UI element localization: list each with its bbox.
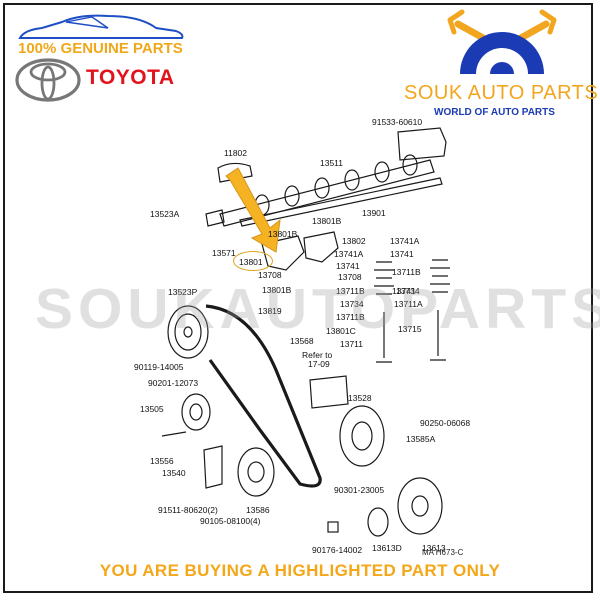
part-label: 13734	[340, 299, 364, 309]
part-label: 13741	[390, 249, 414, 259]
footer-notice: YOU ARE BUYING A HIGHLIGHTED PART ONLY	[99, 561, 501, 580]
part-label: 13741A	[390, 236, 420, 246]
valve-spring-intake	[374, 261, 394, 295]
part-label: 13801B	[312, 216, 342, 226]
car-silhouette-icon	[18, 14, 184, 39]
part-label: 90301-23005	[334, 485, 385, 495]
rocker-shaft	[239, 177, 443, 227]
part-label: 13540	[162, 468, 186, 478]
part-label: 13801B	[262, 285, 292, 295]
part-label: 13711A	[394, 299, 423, 309]
part-label: 13505	[140, 404, 164, 414]
part-label: 13586	[246, 505, 270, 515]
part-label: 13901	[362, 208, 386, 218]
part-label: 13511	[320, 158, 344, 168]
part-label: 13708	[258, 270, 282, 280]
part-label: 13801	[239, 257, 263, 267]
bolt-13556	[161, 431, 187, 437]
crankshaft-gear	[397, 477, 443, 535]
timing-pulley-13528	[339, 405, 385, 467]
part-label: 13711B	[336, 312, 365, 322]
part-label: 90201-12073	[148, 378, 199, 388]
part-label: 90119-14005	[134, 362, 184, 372]
part-label: 13613	[422, 543, 446, 553]
part-label: 91511-80620(2)	[158, 505, 218, 515]
part-label: 13523P	[168, 287, 198, 297]
crankshaft-pulley	[237, 447, 275, 497]
part-label: 90176-14002	[312, 545, 363, 555]
part-label: 13802	[342, 236, 366, 246]
highlight-arrow-icon	[225, 167, 281, 253]
part-label: 13801B	[268, 229, 298, 239]
part-label: 13741A	[334, 249, 364, 259]
diagram-code: MA H673-C	[422, 548, 464, 557]
part-label: Refer to	[302, 350, 333, 360]
toyota-emblem-icon	[15, 58, 81, 102]
exhaust-valve	[430, 310, 446, 361]
cam-bracket	[397, 127, 447, 161]
idler-pulley	[181, 393, 211, 431]
timing-belt	[205, 304, 322, 488]
gear-wheel-icon	[460, 32, 544, 74]
part-label: 91533-60610	[372, 117, 423, 127]
belt-cover	[309, 375, 349, 409]
part-label: 13741	[392, 286, 416, 296]
part-label: 13741	[336, 261, 360, 271]
part-label: 13585A	[406, 434, 436, 444]
end-plug	[205, 209, 225, 227]
part-label: 13715	[398, 324, 422, 334]
part-label: 13734	[396, 286, 420, 296]
part-label: 13523A	[150, 209, 180, 219]
belt-tensioner	[203, 445, 223, 489]
valve-spring-exhaust	[430, 259, 450, 293]
genuine-parts-label: 100% GENUINE PARTS	[18, 40, 183, 57]
part-label: 17-09	[308, 359, 330, 369]
page-frame	[3, 3, 593, 593]
part-label: 11802	[224, 148, 248, 158]
part-label: 13556	[150, 456, 174, 466]
gear-spacer	[367, 507, 389, 537]
part-label: 13711B	[336, 286, 365, 296]
bearing-cap	[217, 162, 253, 183]
part-label: 13711B	[392, 267, 421, 277]
watermark: SOUKAUTOPARTS	[35, 277, 600, 341]
part-label: 90250-06068	[420, 418, 471, 428]
part-label: 13819	[258, 306, 282, 316]
part-label: 13528	[348, 393, 372, 403]
camshaft-timing-pulley	[167, 305, 209, 359]
part-label: 13571	[212, 248, 236, 258]
part-label: 90105-08100(4)	[200, 516, 261, 526]
intake-valve	[376, 312, 392, 363]
part-label: 13568	[290, 336, 314, 346]
part-label: 13708	[338, 272, 362, 282]
part-label: 13613D	[372, 543, 402, 553]
highlighted-part-ring	[233, 251, 273, 271]
part-label: 13801C	[326, 326, 356, 336]
rocker-arm-2	[303, 231, 339, 263]
nut-90176	[327, 521, 339, 533]
part-label: 13711	[340, 339, 364, 349]
store-name: SOUK AUTO PARTS	[404, 82, 599, 104]
store-tagline: WORLD OF AUTO PARTS	[434, 107, 555, 118]
brand-name: TOYOTA	[86, 66, 175, 89]
